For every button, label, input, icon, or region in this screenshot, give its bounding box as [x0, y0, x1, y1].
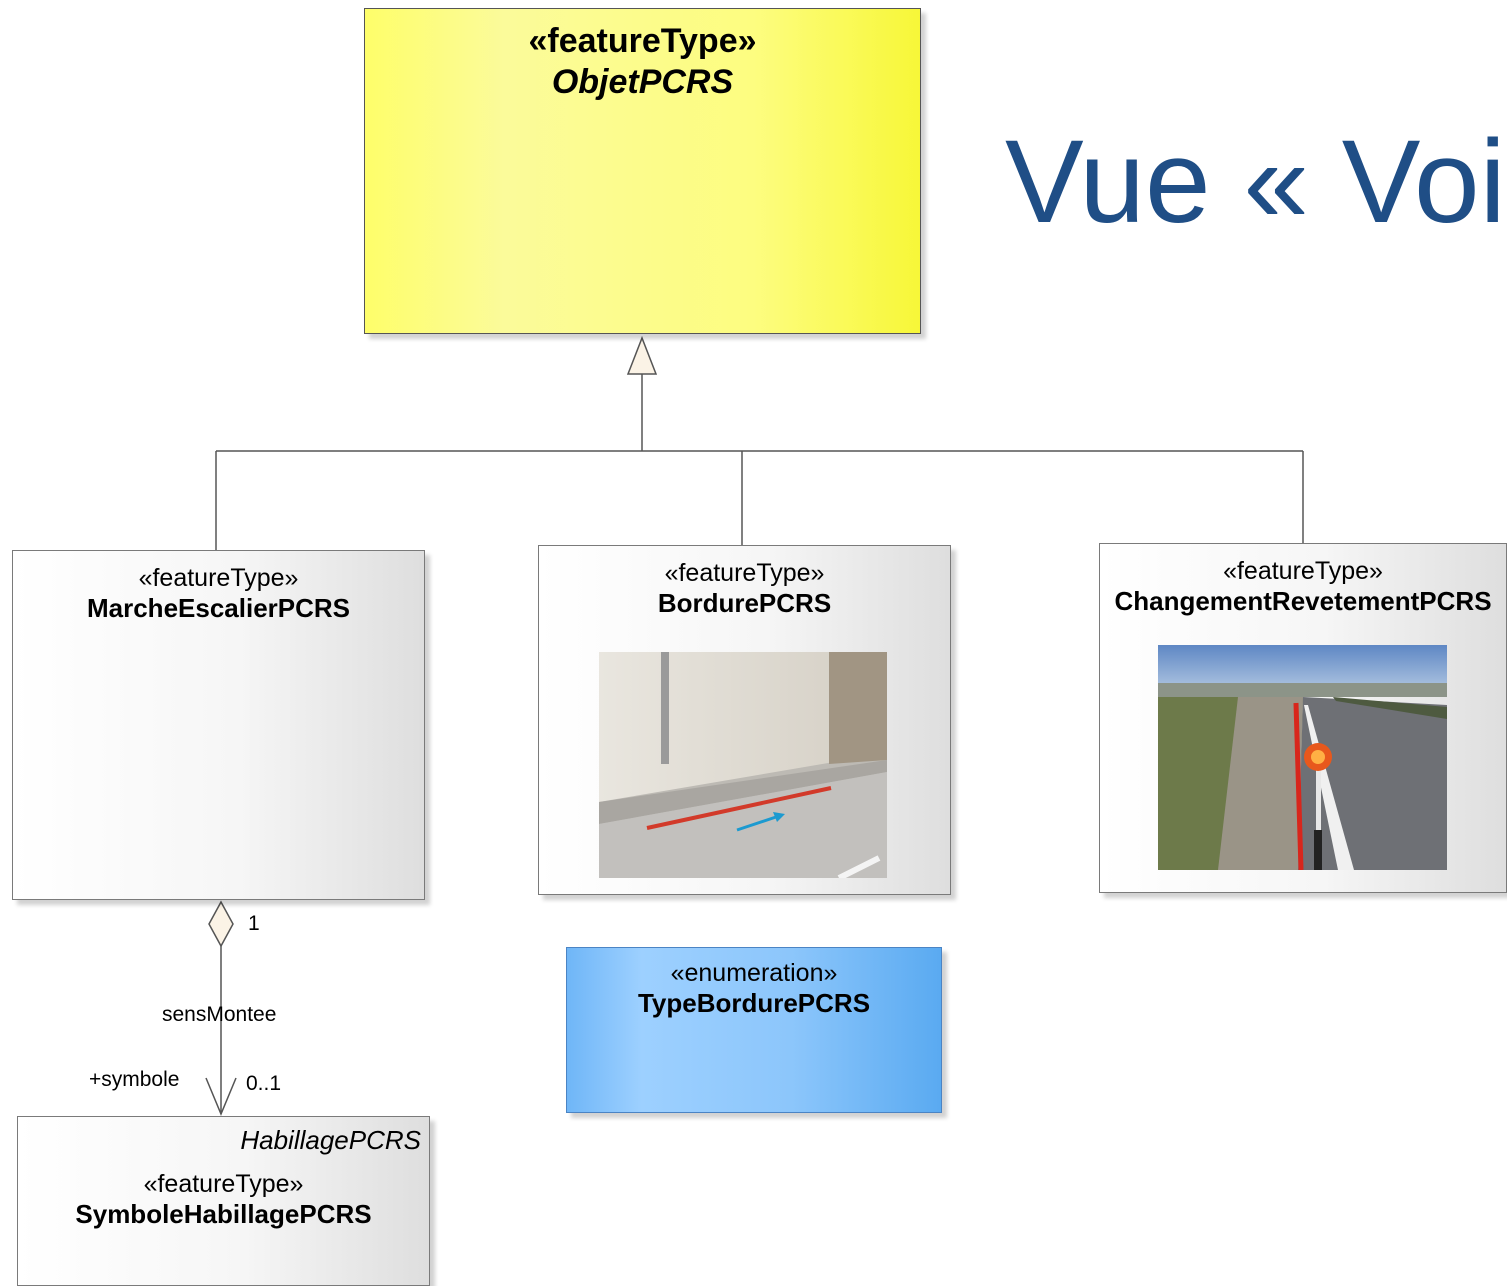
class-objetpcrs[interactable]: «featureType» ObjetPCRS [364, 8, 921, 334]
class-stereotype: «enumeration» [670, 959, 838, 987]
class-name: SymboleHabillagePCRS [75, 1199, 372, 1229]
class-name: ChangementRevetementPCRS [1114, 586, 1492, 616]
association-name: sensMontee [162, 1003, 277, 1026]
class-bordurepcrs[interactable]: «featureType» BordurePCRS [538, 545, 951, 895]
class-symbolehabillagepcrs[interactable]: HabillagePCRS «featureType» SymboleHabil… [17, 1116, 430, 1286]
curb-photo [599, 652, 887, 878]
package-name: HabillagePCRS [240, 1125, 421, 1155]
source-multiplicity: 1 [248, 912, 260, 935]
navigability-arrow [205, 1077, 237, 1116]
class-stereotype: «featureType» [138, 564, 299, 592]
class-changementrevetementpcrs[interactable]: «featureType» ChangementRevetementPCRS [1099, 543, 1507, 893]
class-name: BordurePCRS [657, 588, 832, 618]
class-stereotype: «featureType» [664, 559, 825, 587]
class-stereotype: «featureType» [143, 1170, 304, 1198]
road-photo [1158, 645, 1447, 870]
aggregation-diamond [208, 900, 234, 948]
enum-typebordurepcrs[interactable]: «enumeration» TypeBordurePCRS [566, 947, 942, 1113]
class-stereotype: «featureType» [1223, 557, 1383, 585]
class-name: ObjetPCRS [551, 62, 734, 101]
class-marcheescalierpcrs[interactable]: «featureType» MarcheEscalierPCRS [12, 550, 425, 900]
slide-title: Vue « Voi [1005, 116, 1506, 248]
class-stereotype: «featureType» [528, 22, 757, 60]
class-name: MarcheEscalierPCRS [86, 593, 351, 623]
generalization-arrowhead [626, 335, 658, 375]
target-role: +symbole [89, 1068, 180, 1091]
class-name: TypeBordurePCRS [637, 988, 871, 1018]
target-multiplicity: 0..1 [246, 1072, 282, 1095]
